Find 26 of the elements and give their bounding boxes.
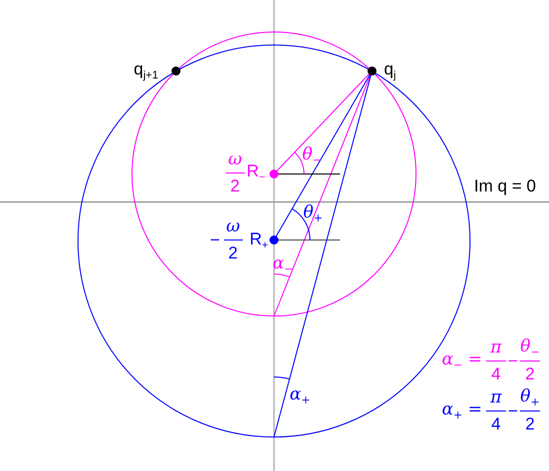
fraction-numerator: π <box>490 390 502 406</box>
fraction-denominator: 2 <box>525 416 535 432</box>
fraction-numerator: θ$_{−}$ <box>520 338 540 358</box>
formula-text: α$_{−}$ = <box>442 352 482 370</box>
minus-sign: − <box>508 352 518 370</box>
formula-text: α$_{+}$ = <box>442 402 482 420</box>
minus-sign: − <box>508 402 518 420</box>
angle-label: α$_{−}$ <box>272 256 294 274</box>
center-label: R$_{−}$ <box>246 162 266 184</box>
minus-sign: − <box>210 232 220 248</box>
center-label: R$_{+}$ <box>250 230 268 252</box>
fraction-denominator: 4 <box>491 416 501 432</box>
axis-label: Im q = 0 <box>474 178 536 194</box>
angle-label: θ$_{−}$ <box>302 146 322 166</box>
fraction-denominator: 2 <box>228 244 238 262</box>
fraction-denominator: 4 <box>491 366 501 382</box>
fraction-denominator: 2 <box>230 178 240 194</box>
fraction-numerator: θ$_{+}$ <box>520 388 540 408</box>
fraction-denominator: 2 <box>525 366 535 382</box>
angle-label: α$_{+}$ <box>290 386 310 406</box>
point-label: q$_{j}$ <box>384 60 396 82</box>
fraction-numerator: ω <box>226 218 240 236</box>
fraction-numerator: ω <box>228 152 242 168</box>
point-label: q$_{j+1}$ <box>134 60 158 82</box>
fraction-numerator: π <box>490 340 502 356</box>
angle-label: θ$_{+}$ <box>303 204 323 224</box>
